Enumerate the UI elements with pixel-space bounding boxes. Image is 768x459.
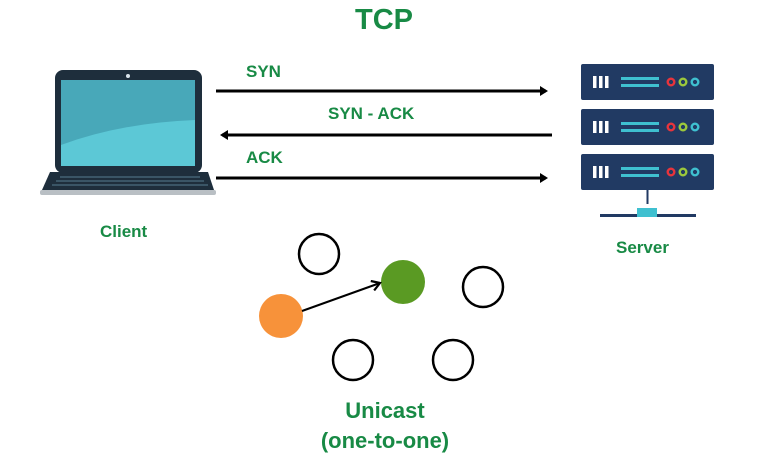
diagram-title: TCP	[355, 4, 413, 36]
server-unit	[581, 109, 714, 145]
status-led	[678, 77, 688, 87]
unicast-arrow	[301, 283, 380, 312]
client-label: Client	[100, 222, 148, 241]
status-led	[666, 167, 676, 177]
server-rack-icon	[581, 64, 714, 217]
laptop-icon	[40, 70, 216, 195]
server-unit	[581, 64, 714, 100]
unicast-title: Unicast	[345, 398, 425, 423]
unicast-graph	[259, 232, 505, 382]
idle-node	[431, 338, 475, 382]
server-label: Server	[616, 238, 669, 257]
status-led	[690, 167, 700, 177]
status-led	[678, 122, 688, 132]
status-led	[666, 77, 676, 87]
status-led	[666, 122, 676, 132]
idle-node	[461, 265, 505, 309]
receiver-node	[381, 260, 425, 304]
syn-label: SYN	[246, 62, 281, 81]
idle-node	[297, 232, 341, 276]
unicast-caption: Unicast (one-to-one)	[300, 396, 470, 456]
server-unit	[581, 154, 714, 190]
syn-ack-label: SYN - ACK	[328, 104, 415, 123]
status-led	[690, 77, 700, 87]
unicast-subtitle: (one-to-one)	[320, 428, 450, 453]
ack-label: ACK	[246, 148, 283, 167]
idle-node	[331, 338, 375, 382]
sender-node	[259, 294, 303, 338]
status-led	[678, 167, 688, 177]
status-led	[690, 122, 700, 132]
